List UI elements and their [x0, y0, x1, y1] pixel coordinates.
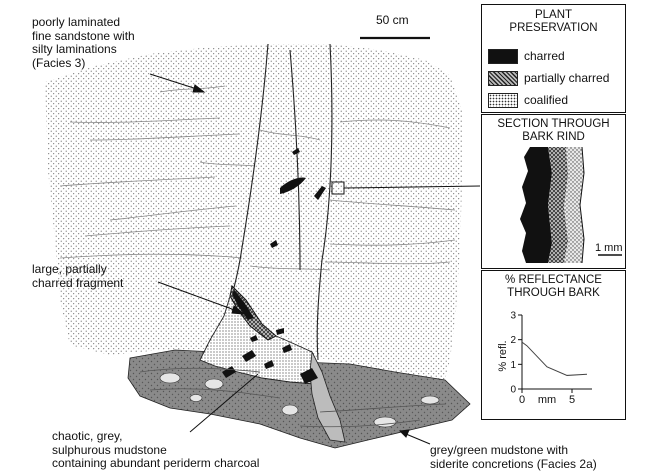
mudstone-label: chaotic, grey, sulphurous mudstone conta…: [52, 430, 259, 471]
bark-charred-zone: [520, 147, 552, 263]
x-tick-label: 5: [569, 394, 575, 406]
reflectance-title: % REFLECTANCE THROUGH BARK: [482, 274, 625, 299]
facies3-line-1: poorly laminated: [32, 16, 135, 30]
facies3-line-3: silty laminations: [32, 43, 135, 57]
preservation-title-line-2: PRESERVATION: [482, 22, 625, 35]
y-tick-label: 3: [510, 311, 516, 322]
y-tick-label: 2: [510, 335, 516, 346]
legend-label-partially-charred: partially charred: [524, 71, 609, 85]
y-axis-label: % refl.: [497, 340, 509, 371]
mudstone-line-2: sulphurous mudstone: [52, 444, 259, 458]
facies2a-label: grey/green mudstone with siderite concre…: [430, 444, 597, 471]
preservation-legend: PLANT PRESERVATION charred partially cha…: [481, 4, 626, 113]
bark-section-title: SECTION THROUGH BARK RIND: [482, 118, 625, 143]
fragment-line-1: large, partially: [32, 263, 123, 277]
facies3-line-4: (Facies 3): [32, 57, 135, 71]
bark-section-panel: SECTION THROUGH BARK RIND 1 mm: [481, 114, 626, 269]
legend-label-charred: charred: [524, 49, 565, 63]
coalified-swatch: [488, 93, 518, 108]
scale-bar-label: 50 cm: [376, 14, 409, 28]
bark-scale-label: 1 mm: [595, 242, 623, 256]
partially-charred-swatch: [488, 71, 518, 86]
facies3-label: poorly laminated fine sandstone with sil…: [32, 16, 135, 70]
y-tick-label: 0: [510, 385, 516, 396]
legend-item-partially-charred: partially charred: [488, 69, 609, 87]
legend-label-coalified: coalified: [524, 93, 568, 107]
y-tick-label: 1: [510, 360, 516, 371]
mudstone-line-1: chaotic, grey,: [52, 430, 259, 444]
reflectance-title-line-2: THROUGH BARK: [482, 287, 625, 300]
fragment-line-2: charred fragment: [32, 277, 123, 291]
facies3-line-2: fine sandstone with: [32, 30, 135, 44]
x-axis-label: mm: [538, 394, 556, 406]
reflectance-line: [522, 342, 587, 375]
facies2a-line-1: grey/green mudstone with: [430, 444, 597, 458]
preservation-title: PLANT PRESERVATION: [482, 9, 625, 34]
facies2a-line-2: siderite concretions (Facies 2a): [430, 458, 597, 472]
fragment-label: large, partially charred fragment: [32, 263, 123, 290]
legend-item-coalified: coalified: [488, 91, 568, 109]
x-tick-label: 0: [519, 394, 525, 406]
legend-item-charred: charred: [488, 47, 565, 65]
mudstone-line-3: containing abundant periderm charcoal: [52, 457, 259, 471]
reflectance-panel: % REFLECTANCE THROUGH BARK 0 1 2 3 0 5 mm % ref…: [481, 270, 626, 420]
charred-swatch: [488, 49, 518, 64]
reflectance-title-line-1: % REFLECTANCE: [482, 274, 625, 287]
bark-section-title-line-2: BARK RIND: [482, 131, 625, 144]
bark-section-title-line-1: SECTION THROUGH: [482, 118, 625, 131]
preservation-title-line-1: PLANT: [482, 9, 625, 22]
reflectance-chart: 0 1 2 3 0 5 mm % refl.: [482, 301, 627, 421]
